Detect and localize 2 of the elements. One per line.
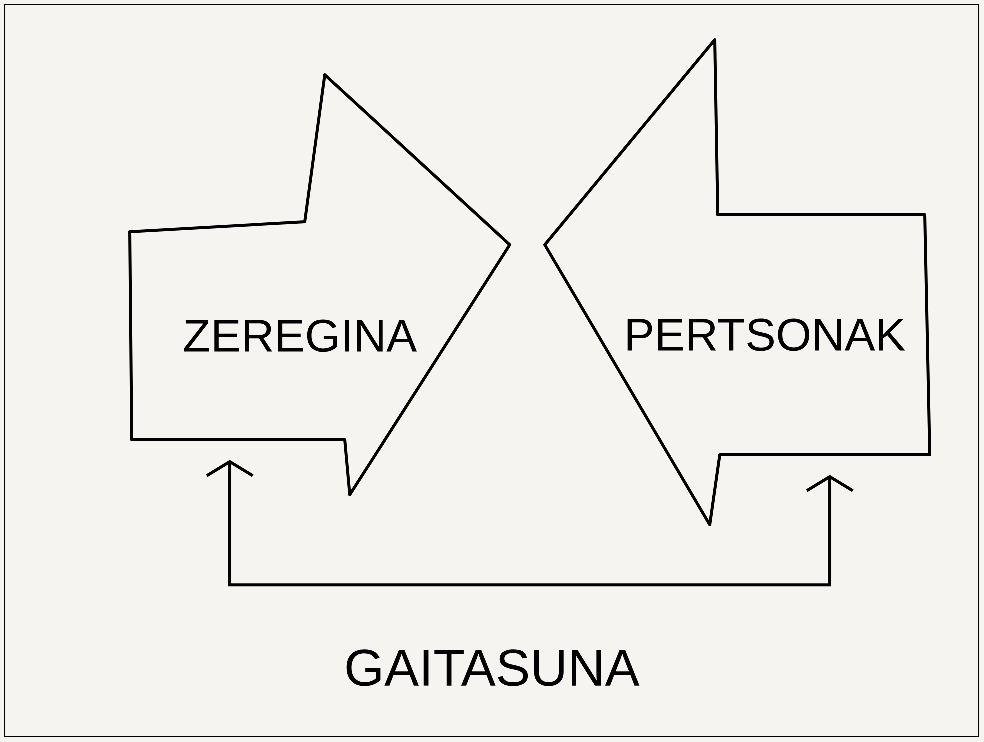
edge-label: GAITASUNA (346, 650, 640, 686)
arrow (206, 460, 854, 587)
